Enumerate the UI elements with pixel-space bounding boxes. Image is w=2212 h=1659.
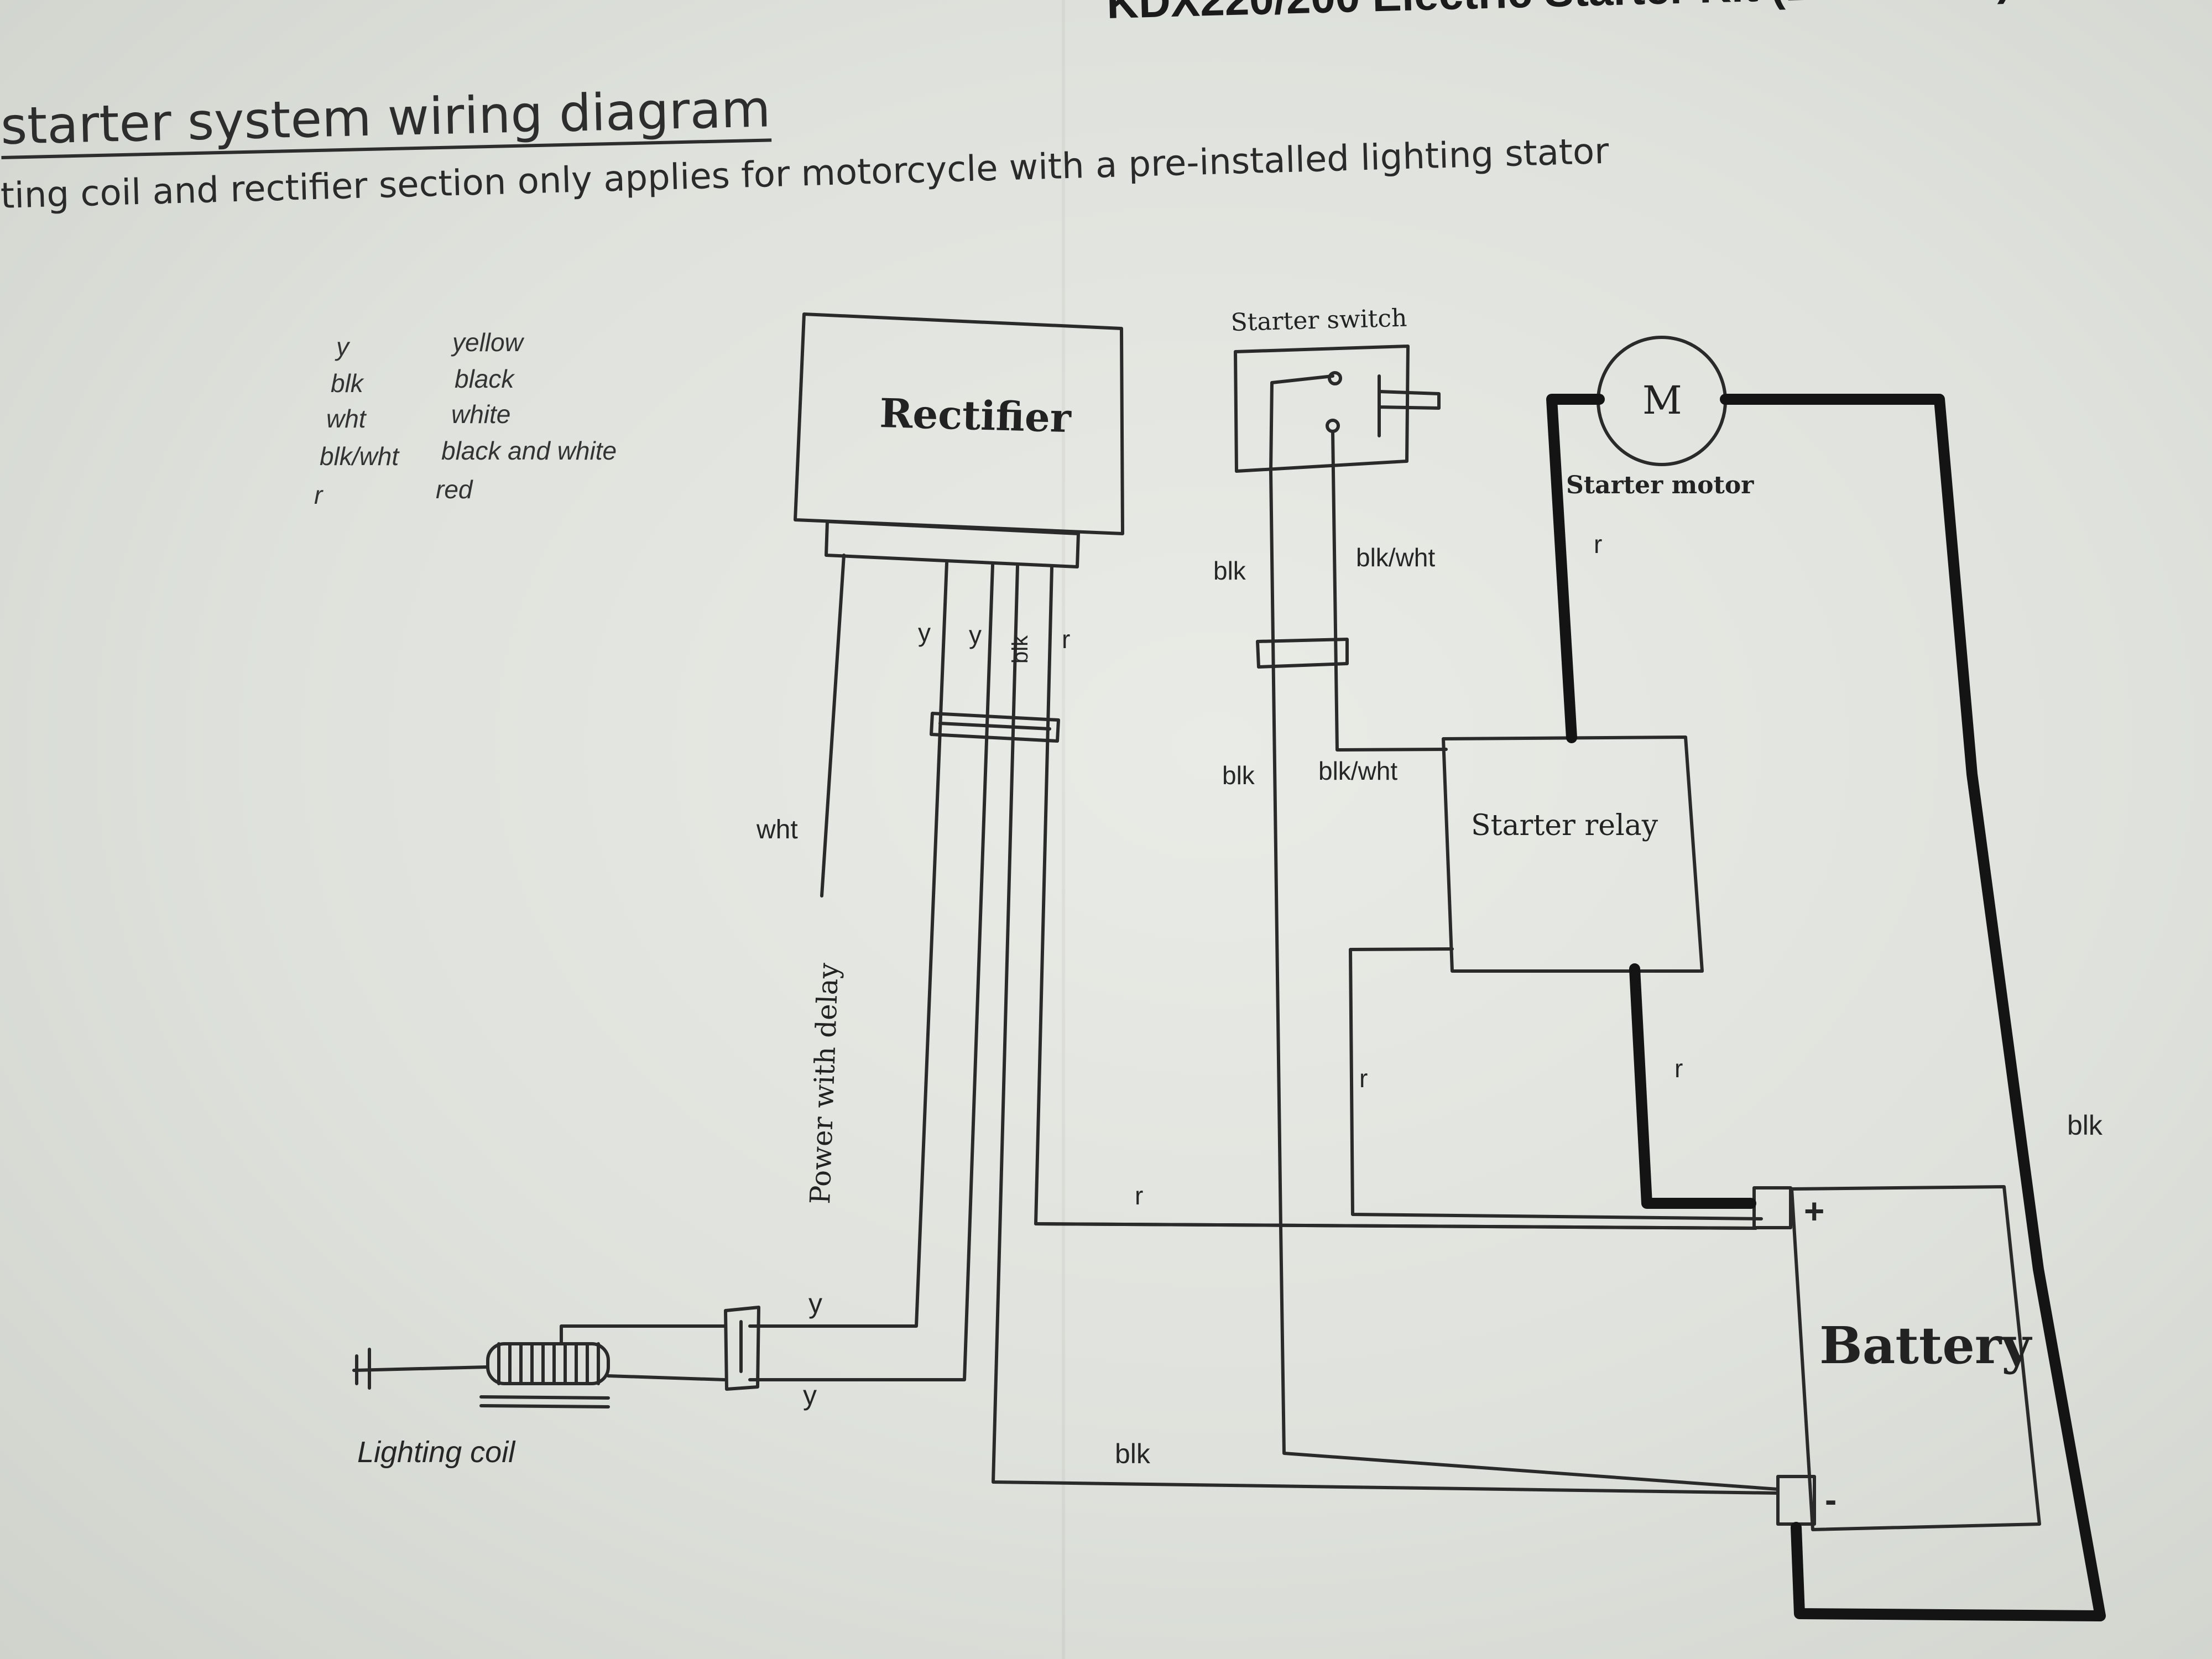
legend-meaning-yellow: yellow (452, 328, 523, 357)
battery-plus-label: + (1804, 1191, 1824, 1231)
wire-label-blk-switch-upper: blk (1213, 556, 1246, 585)
legend-abbr-r: r (314, 481, 323, 509)
lighting-coil-symbol (352, 1324, 726, 1408)
wire-label-blk-rect: blk (1008, 635, 1032, 664)
battery-plus-terminal (1752, 1186, 1792, 1229)
wire-label-relay-r-left: r (1359, 1064, 1368, 1093)
battery-box (1790, 1185, 2041, 1531)
rectifier-connector (930, 712, 1060, 743)
legend-meaning-black: black (455, 364, 514, 393)
battery-minus-label: - (1825, 1480, 1837, 1520)
power-with-delay-label: Power with delay (804, 962, 844, 1204)
battery-label: Battery (1819, 1316, 2032, 1375)
cable-motor-relay (1546, 394, 1605, 743)
starter-switch-symbol (1234, 345, 1441, 473)
wire-label-blkwht-upper: blk/wht (1356, 543, 1435, 572)
legend-meaning-white: white (451, 400, 511, 429)
wire-yellow-1 (748, 561, 948, 1328)
starter-relay-box (1442, 735, 1704, 973)
motor-symbol-label: M (1642, 378, 1682, 423)
wire-label-motor-r: r (1594, 530, 1602, 559)
wire-red-mid (1034, 1222, 1757, 1230)
legend-abbr-y: y (336, 332, 349, 361)
color-legend: y yellow blk black wht white blk/wht bla… (310, 328, 697, 520)
wire-label-coil-y-upper: y (808, 1288, 822, 1319)
wire-label-wht: wht (756, 815, 798, 844)
rectifier-label: Rectifier (879, 389, 1072, 441)
wire-label-coil-y-lower: y (803, 1380, 817, 1411)
lighting-coil-label: Lighting coil (357, 1436, 516, 1469)
wire-label-y2: y (969, 620, 982, 649)
wire-label-battery-blk: blk (2067, 1110, 2103, 1141)
wire-black-white-switch (1331, 430, 1448, 752)
starter-motor-label: Starter motor (1566, 471, 1754, 499)
wire-label-blkwht-lower: blk/wht (1318, 757, 1397, 785)
legend-abbr-blk: blk (331, 369, 363, 398)
legend-abbr-blk-wht: blk/wht (320, 442, 399, 471)
legend-meaning-black-and-white: black and white (441, 436, 617, 465)
wire-label-mid-r: r (1135, 1181, 1143, 1210)
wire-label-blk-switch-lower: blk (1222, 761, 1255, 790)
wire-label-relay-r-right: r (1674, 1054, 1683, 1083)
wire-red-relay-left (1349, 947, 1763, 1220)
starter-switch-label: Starter switch (1230, 304, 1407, 337)
legend-meaning-red: red (436, 475, 473, 504)
switch-connector (1256, 638, 1349, 669)
wire-black-switch (1269, 469, 1780, 1491)
wire-yellow-2 (748, 564, 994, 1381)
wire-label-y1: y (918, 618, 931, 647)
rectifier-box (794, 312, 1124, 568)
legend-abbr-wht: wht (326, 404, 366, 433)
cable-relay-battery (1629, 963, 1756, 1209)
coil-connector (724, 1306, 760, 1391)
cable-motor-ground (1720, 394, 2106, 1621)
paper-fold (1062, 0, 1065, 1659)
starter-relay-label: Starter relay (1471, 809, 1658, 842)
wire-white (820, 554, 846, 898)
wire-label-bottom-blk: blk (1115, 1438, 1151, 1469)
wire-black-rect (992, 565, 1780, 1495)
wire-label-r-rect: r (1062, 625, 1070, 654)
